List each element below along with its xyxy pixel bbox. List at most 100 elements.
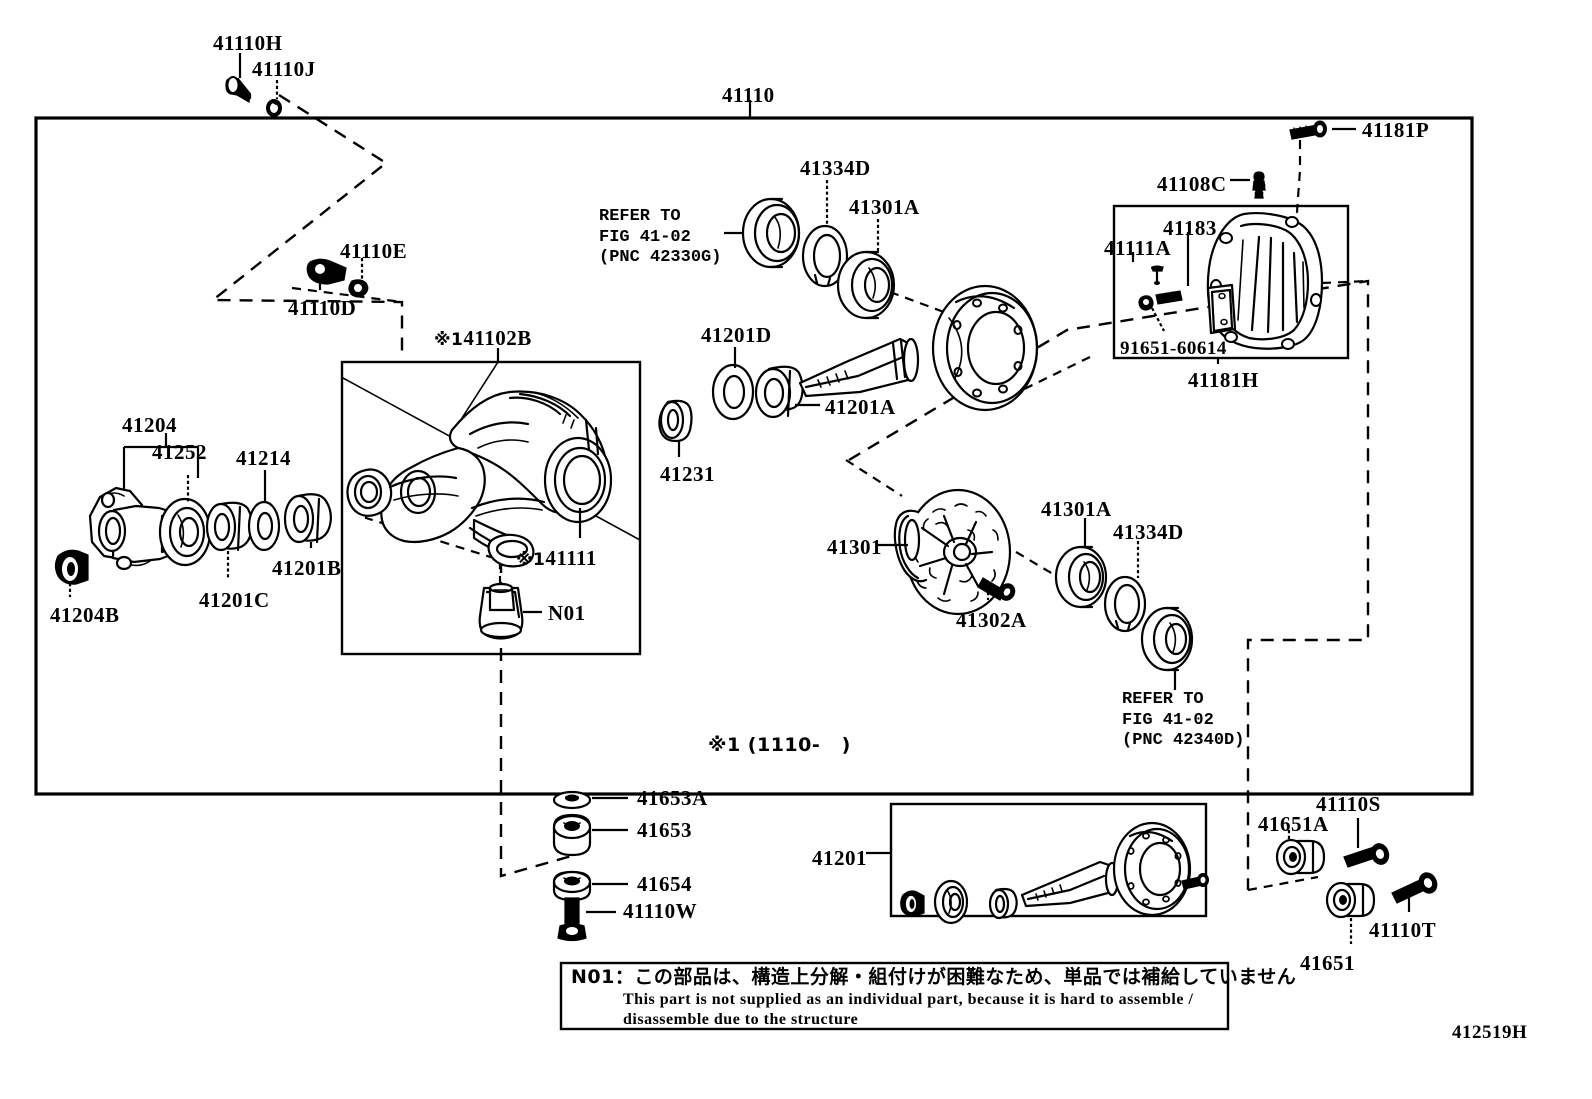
callout-41201B: 41201B [272,556,342,580]
part-41653-bushing [552,813,592,857]
callout-41653: 41653 [637,818,692,842]
part-41181P-bolt [1289,120,1327,140]
part-41111A-plug [1151,265,1164,285]
dash-41651-link [1247,875,1319,892]
part-41201C-bearing [205,501,254,552]
part-41110T-bolt [1391,872,1438,904]
callout-41181H: 41181H [1188,368,1259,392]
callout-41111-group: ※1 41111 [516,546,597,571]
note-box-border [559,961,1230,1031]
part-41108C-breather [1252,171,1266,199]
refer-to-upper-block: REFER TO FIG 41-02 (PNC 42330G) [599,207,721,269]
callout-41252: 41252 [152,440,207,464]
part-41334D-snapring-upper [801,224,849,288]
assembly-dash-path-right [848,279,1370,890]
refer-upper-line3: (PNC 42330G) [599,248,722,268]
refer-upper-line1: REFER TO [599,207,681,226]
part-41110J-nut [266,99,282,117]
part-41231-spacer [658,399,693,443]
part-41201-inset-assembly [900,821,1209,925]
star-marker-41111: ※1 [516,550,546,570]
callout-41108C: 41108C [1157,172,1227,196]
callout-41301A-lower: 41301A [1041,497,1112,521]
refer-lower-line1: REFER TO [1122,690,1204,709]
callout-41651: 41651 [1300,951,1355,975]
part-41201A-bearing [754,365,804,419]
callout-41231: 41231 [660,462,715,486]
note-english-line1: This part is not supplied as an individu… [623,991,1194,1009]
part-41102B-carrier-housing [346,390,613,568]
note-japanese-text: N01：この部品は、構造上分解・組付けが困難なため、単品では補給していません [571,966,1297,988]
housing-inset-box [340,360,642,656]
refer-lower-line3: (PNC 42340D) [1122,731,1245,751]
part-41334D-snapring-lower [1103,575,1147,633]
part-oil-seal-42340D [1140,606,1194,672]
dash-diff-top [845,459,903,497]
refer-lower-line2: FIG 41-02 [1122,710,1214,730]
part-41301A-bearing-lower [1054,545,1108,609]
callout-41214: 41214 [236,446,291,470]
part-41201D-washer [711,363,755,421]
callout-41334D-lower: 41334D [1113,520,1184,544]
part-41110E-nut [348,279,369,298]
callout-41201-inset: 41201 [812,846,867,870]
callout-41334D-upper: 41334D [800,156,871,180]
part-41110D-bracket [306,258,347,285]
callout-41110S: 41110S [1316,792,1381,816]
part-oil-seal-42330G [741,197,801,269]
note-english-line2: disassemble due to the structure [623,1011,859,1029]
note-marker-caption: ※1 (1110- ) [708,734,851,756]
callout-41301A-upper: 41301A [849,195,920,219]
callout-41301: 41301 [827,535,882,559]
cover-inset-box [1112,204,1350,360]
refer-upper-line2: FIG 41-02 [599,227,691,247]
callout-41110H: 41110H [213,31,283,55]
part-41201B-bearing [283,493,332,544]
note-box-content: N01：この部品は、構造上分解・組付けが困難なため、単品では補給していません T… [571,966,1297,1030]
lead-41102B-body [461,361,499,419]
part-41214-washer [247,500,281,552]
star-marker-41102B: ※1 [434,330,464,350]
dash-cover-link [1321,279,1369,285]
callout-41201A: 41201A [825,395,896,419]
part-41653A-washer [552,790,592,810]
part-41252-oilseal [158,497,212,567]
callout-41111A: 41111A [1104,236,1172,260]
part-41651A-bushing [1275,838,1326,876]
dash-housing-bottom [499,560,576,878]
dash-41110e-link [291,286,403,304]
callout-41110E: 41110E [340,239,408,263]
callout-41651A: 41651A [1258,812,1329,836]
callout-41653A: 41653A [637,786,708,810]
callout-41654: 41654 [637,872,692,896]
part-companion-flange-top [931,284,1039,412]
callout-41102B-group: ※1 41102B [434,326,532,351]
part-41183-plate [1206,283,1237,335]
figure-code: 412519H [1452,1022,1528,1043]
part-41110W-bolt [557,897,587,942]
callout-41181P: 41181P [1362,118,1430,142]
part-pinion-shaft-top [798,337,920,398]
part-91651-60614-bolt [1138,290,1183,311]
callout-91651-60614: 91651-60614 [1120,338,1227,359]
refer-to-lower-block: REFER TO FIG 41-02 (PNC 42340D) [1122,690,1244,752]
part-41301A-bearing-upper [836,250,896,320]
callout-41110T: 41110T [1369,918,1437,942]
part-41651-bushing [1325,881,1376,919]
dash-41181p [1295,140,1302,217]
callout-41110W: 41110W [623,899,698,923]
callout-41110: 41110 [722,83,775,107]
callout-N01-marker: N01 [548,601,586,625]
callout-41102B: 41102B [463,326,532,350]
bracket-41204 [122,433,200,513]
callout-41110D: 41110D [288,296,357,320]
callout-41201D: 41201D [701,323,772,347]
part-41302A-bolt [977,577,1016,601]
callout-41204: 41204 [122,413,177,437]
part-N01-bushing [478,582,524,640]
callout-41111: 41111 [545,546,597,570]
part-41654-bushing [552,870,592,902]
callout-41110J: 41110J [252,57,316,81]
main-frame-border [34,116,1474,796]
